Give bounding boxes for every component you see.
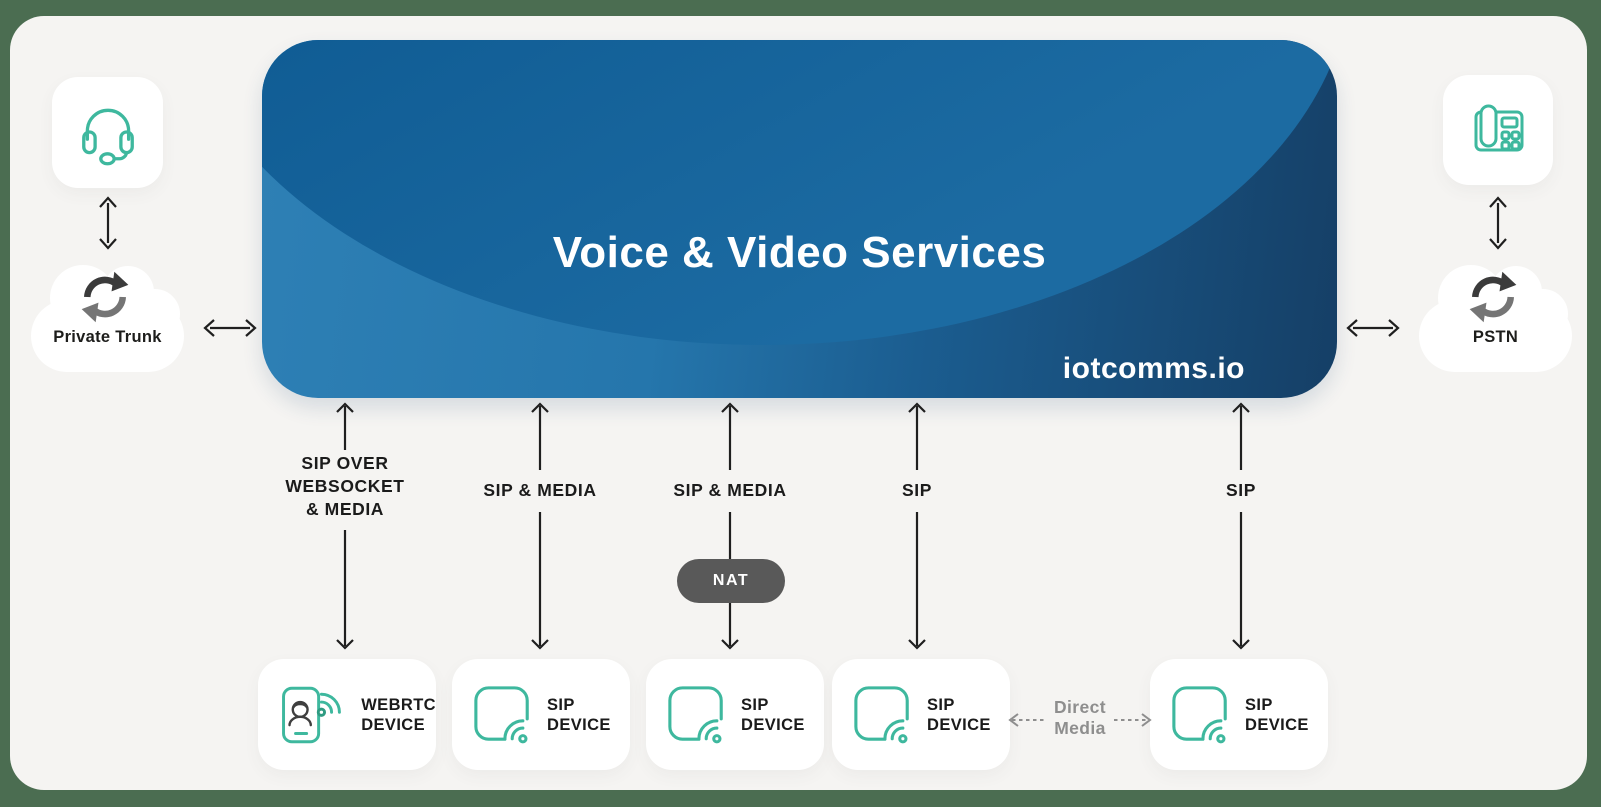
voice-video-services-box: Voice & Video Services iotcomms.io: [262, 40, 1337, 398]
arrow-right-device-to-cloud: [1489, 196, 1507, 250]
nat-badge: NAT: [677, 559, 785, 603]
arrow-down-sip-2: [1232, 512, 1250, 650]
sip-device-box-4: SIP DEVICE: [1150, 659, 1328, 770]
device-label: WEBRTC DEVICE: [361, 695, 436, 734]
arrow-up-sip-2: [1232, 402, 1250, 470]
pstn-device-tile: [1443, 75, 1553, 185]
arrow-private-trunk-to-platform: [203, 319, 257, 337]
sip-wifi-icon: [668, 685, 723, 743]
arrow-down-sip-media-1: [531, 512, 549, 650]
device-label: SIP DEVICE: [927, 695, 991, 734]
sip-wifi-icon: [474, 685, 529, 743]
sip-wifi-icon: [1172, 685, 1227, 743]
arrow-up-sip-1: [908, 402, 926, 470]
device-label: SIP DEVICE: [1245, 695, 1309, 734]
connection-label-sip-media-1: SIP & MEDIA: [483, 480, 597, 500]
arrow-up-sip-media-2: [721, 402, 739, 470]
arrow-down-websocket: [336, 530, 354, 650]
arrow-up-sip-media-1: [531, 402, 549, 470]
connection-label-sip-2: SIP: [1225, 480, 1256, 500]
private-trunk-label: Private Trunk: [53, 328, 162, 346]
sip-wifi-icon: [854, 685, 909, 743]
brand-label: iotcomms.io: [1062, 352, 1245, 385]
arrow-left-device-to-cloud: [99, 196, 117, 250]
headset-icon: [81, 108, 134, 165]
sip-device-box-1: SIP DEVICE: [452, 659, 630, 770]
direct-media-arrow-right: [1114, 713, 1152, 727]
sip-device-box-3: SIP DEVICE: [832, 659, 1010, 770]
sync-arrows-icon: [1469, 271, 1517, 323]
desk-phone-icon: [1474, 104, 1524, 152]
direct-media-label: Direct Media: [1053, 697, 1106, 738]
connection-label-sip-media-2: SIP & MEDIA: [673, 480, 787, 500]
device-label: SIP DEVICE: [547, 695, 611, 734]
webrtc-device-box: WEBRTC DEVICE: [258, 659, 436, 770]
sip-device-box-2: SIP DEVICE: [646, 659, 824, 770]
private-trunk-cloud: Private Trunk: [25, 256, 190, 372]
pstn-label: PSTN: [1472, 328, 1519, 346]
arrow-platform-to-pstn: [1346, 319, 1400, 337]
webrtc-phone-icon: [282, 686, 341, 743]
connection-label-sip-1: SIP: [901, 480, 932, 500]
sync-arrows-icon: [81, 271, 129, 323]
private-trunk-device-tile: [52, 77, 163, 188]
direct-media-arrow-left: [1008, 713, 1046, 727]
page-title: Voice & Video Services: [552, 228, 1047, 277]
device-label: SIP DEVICE: [741, 695, 805, 734]
arrow-down-sip-1: [908, 512, 926, 650]
pstn-cloud: PSTN: [1413, 256, 1578, 372]
arrow-up-websocket: [336, 402, 354, 450]
connection-label-websocket: SIP OVER WEBSOCKET & MEDIA: [285, 453, 405, 519]
